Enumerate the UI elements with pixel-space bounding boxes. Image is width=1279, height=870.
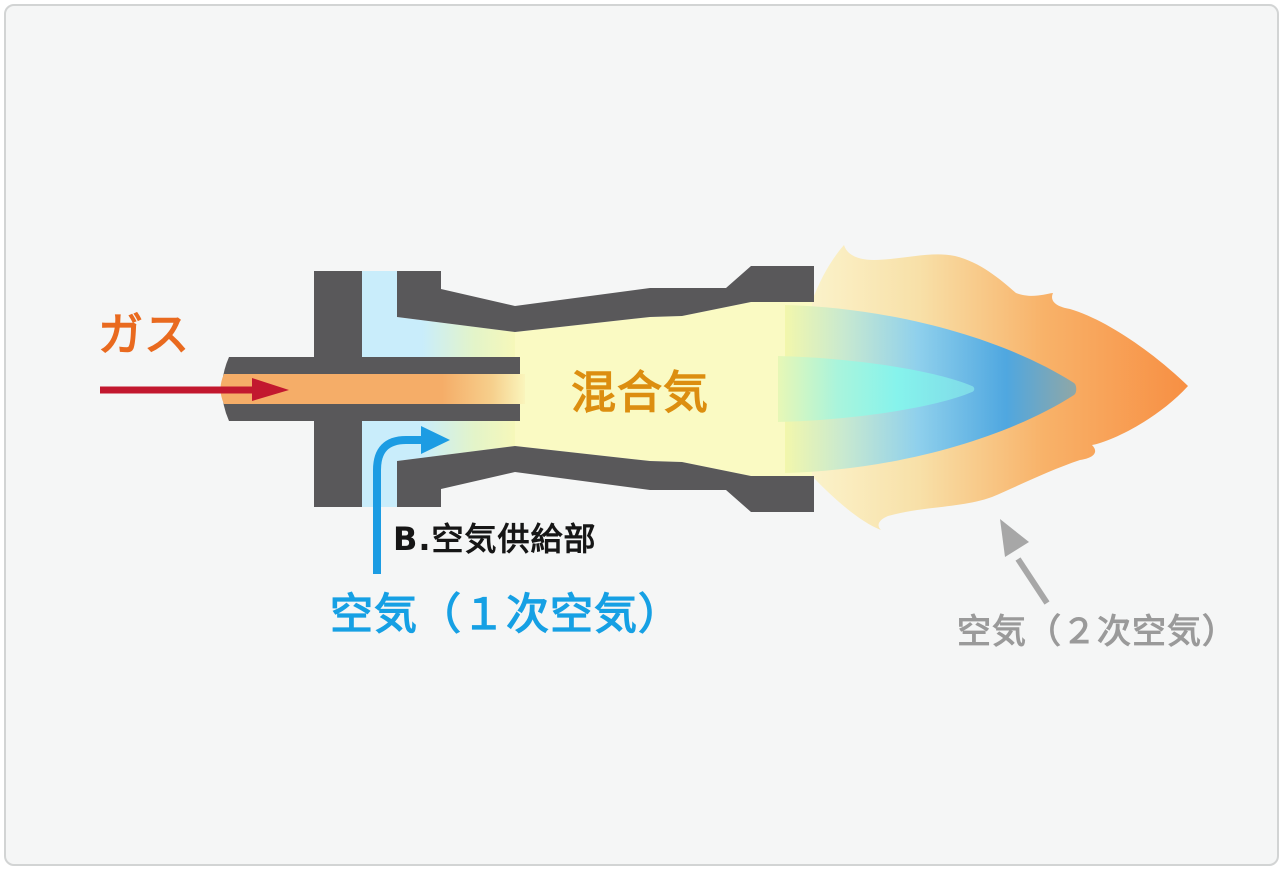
- secondary-air-arrow: [1000, 519, 1050, 605]
- primary-air-label: 空気（１次空気）: [330, 590, 682, 640]
- air-supply-label: B.空気供給部: [393, 520, 597, 558]
- mixed-gas-label: 混合気: [571, 366, 710, 419]
- burner-wall-upper: [397, 266, 814, 332]
- burner-diagram-graphic: [100, 245, 1188, 605]
- gas-label: ガス: [98, 308, 191, 361]
- burner-wall-lower: [397, 446, 814, 512]
- gas-stream: [220, 374, 525, 404]
- mixture-region: [515, 302, 815, 476]
- secondary-air-label: 空気（２次空気）: [957, 612, 1237, 652]
- primary-air-arrow: [373, 426, 450, 574]
- flame-inner-cone: [778, 356, 975, 422]
- gas-flow-arrow: [100, 378, 289, 401]
- burner-diagram: ガス 混合気 B.空気供給部 空気（１次空気） 空気（２次空気）: [4, 4, 1279, 866]
